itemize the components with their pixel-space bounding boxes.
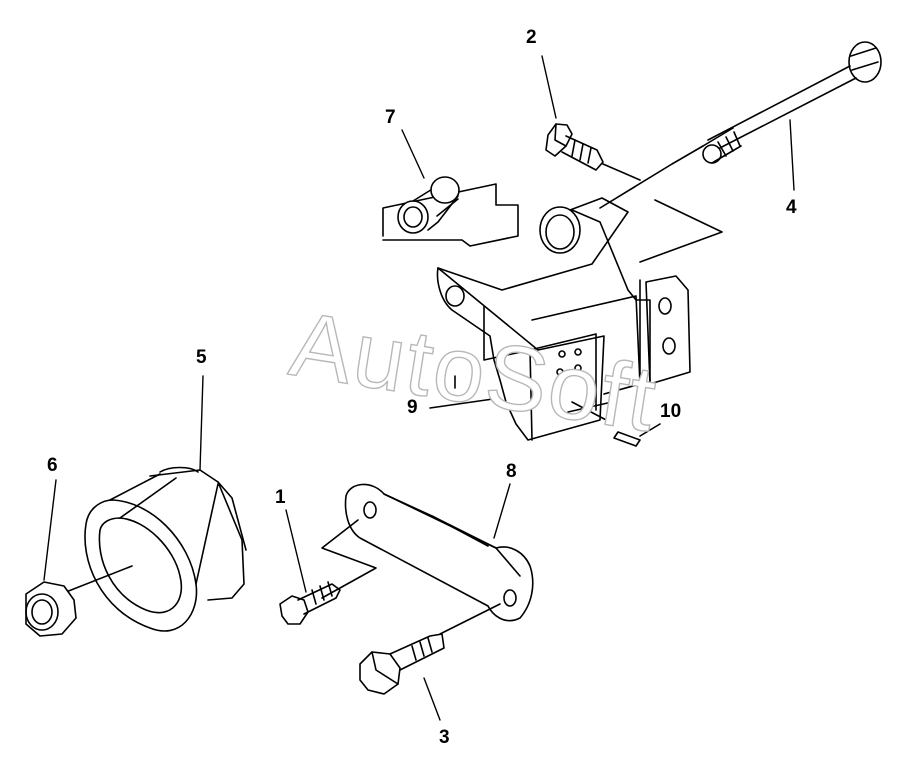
callout-3: 3 bbox=[439, 727, 450, 748]
pin-part-10 bbox=[567, 401, 661, 447]
callout-2: 2 bbox=[526, 27, 537, 48]
callout-7: 7 bbox=[385, 107, 396, 128]
bracket-part-9 bbox=[429, 197, 691, 441]
callout-6: 6 bbox=[47, 455, 58, 476]
bolt-part-3 bbox=[359, 633, 445, 695]
pulley-part-5 bbox=[65, 466, 247, 632]
callout-5: 5 bbox=[196, 347, 207, 368]
callout-4: 4 bbox=[786, 197, 797, 218]
bolt-part-1 bbox=[279, 581, 341, 625]
small-bolt-part-2 bbox=[545, 123, 604, 171]
callout-8: 8 bbox=[506, 461, 517, 482]
collar-part-6 bbox=[25, 581, 77, 637]
link-plate-part-8 bbox=[321, 483, 534, 635]
bushing-part-7 bbox=[382, 176, 519, 247]
callout-1: 1 bbox=[275, 487, 286, 508]
leader-lines bbox=[43, 55, 795, 721]
callout-9: 9 bbox=[407, 397, 418, 418]
callout-10: 10 bbox=[660, 401, 682, 422]
long-bolt-part-4 bbox=[599, 41, 882, 263]
